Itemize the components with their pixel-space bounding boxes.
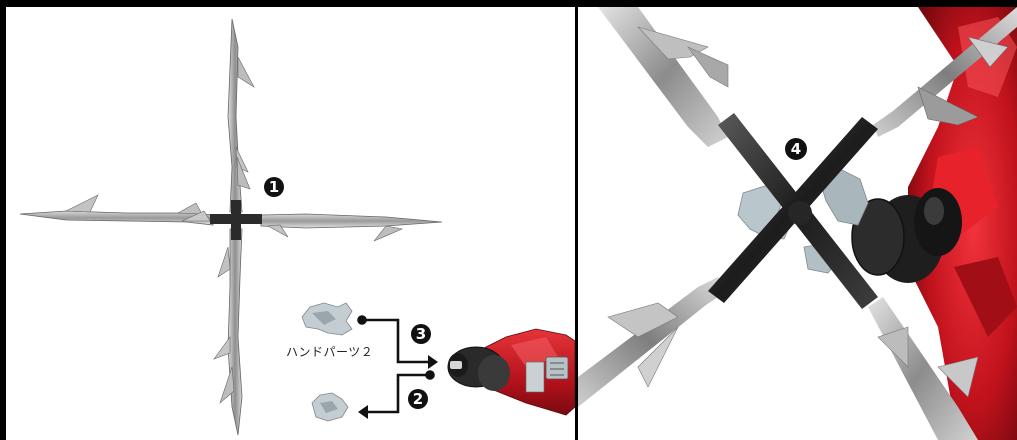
step-1-marker: 1: [264, 177, 284, 197]
hand-parts-label: ハンドパーツ２: [286, 343, 373, 360]
photo-blade-upper-left: [598, 7, 728, 147]
step-3-marker: 3: [411, 324, 431, 344]
step-4-number: 4: [791, 140, 801, 158]
weapon-cross-joint: [210, 200, 262, 240]
hand-part-open-icon: [302, 303, 352, 335]
photo-blade-lower-left: [578, 277, 724, 407]
assembly-diagram-panel: 1: [6, 7, 575, 440]
assembled-photo-panel: 4: [578, 7, 1017, 440]
weapon-blade-bottom: [214, 229, 242, 435]
hand-part-closed-icon: [312, 393, 348, 421]
assembled-photo: 4: [578, 7, 1017, 440]
step-4-marker: 4: [785, 138, 807, 160]
robot-arm-illustration: [448, 329, 575, 415]
step-2-number: 2: [413, 390, 423, 408]
weapon-blade-left: [20, 195, 213, 225]
step-1-number: 1: [269, 178, 279, 196]
step-3-number: 3: [416, 325, 426, 343]
weapon-blade-top: [228, 19, 254, 212]
assembly-diagram: 1: [6, 7, 575, 440]
step-2-marker: 2: [408, 389, 428, 409]
weapon-blade-right: [261, 214, 442, 241]
